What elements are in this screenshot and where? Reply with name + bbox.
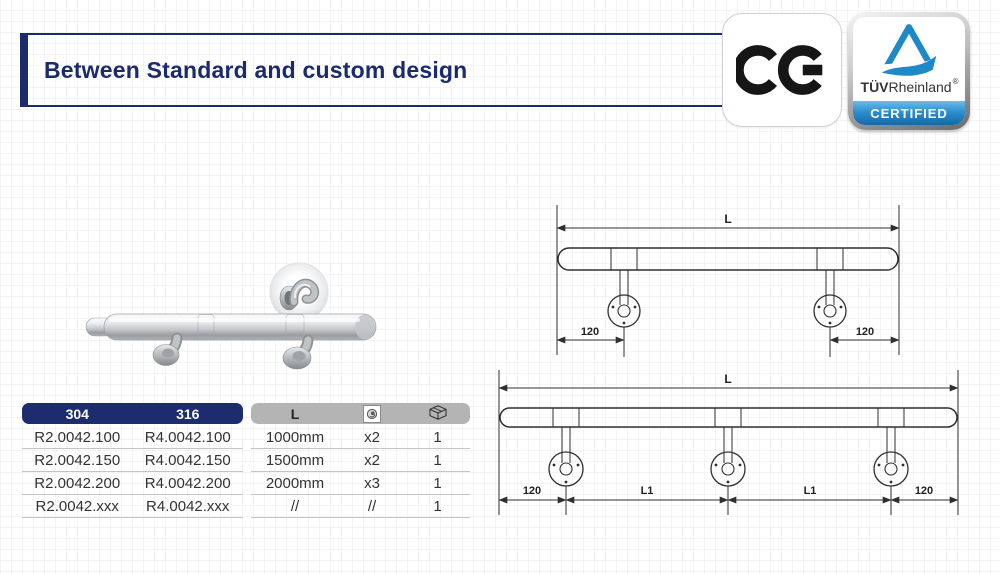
handrail-product-photo [85,262,377,370]
ce-badge [722,13,842,127]
materials-table: 304 316 R2.0042.100 R4.0042.100 R2.0042.… [22,403,243,518]
handrail-tube [85,313,377,341]
table-row: // // 1 [251,495,470,518]
specs-table: L 1000 [251,403,470,518]
registered-mark: ® [952,77,959,86]
table-row: 1500mm x2 1 [251,449,470,472]
table-row: R2.0042.100 R4.0042.100 [22,426,243,449]
dim-label-length: L [724,212,731,226]
tuv-triangle-icon [874,24,944,79]
dim-label-span-right: L1 [804,485,817,497]
table-row: R2.0042.150 R4.0042.150 [22,449,243,472]
dim-label-span-left: L1 [641,485,654,497]
table-row: 1000mm x2 1 [251,426,470,449]
drawing-two-bracket: L 120 120 [556,205,900,357]
wall-bracket-right [282,334,314,370]
title-accent-bar [20,35,28,105]
wall-bracket-left [152,332,183,366]
title-bar: Between Standard and custom design [20,33,723,107]
col-header-304: 304 [65,405,89,422]
table-row: R2.0042.200 R4.0042.200 [22,472,243,495]
tuv-brand-text: TÜVRheinland® [860,77,959,95]
package-icon [428,404,447,420]
ce-mark-icon [736,45,823,95]
drawing-three-bracket: L [498,370,959,515]
tuv-certified-banner: CERTIFIED [853,101,965,125]
wall-bracket-icon [363,404,381,423]
col-header-316: 316 [176,405,200,422]
table-row: R2.0042.xxx R4.0042.xxx [22,495,243,518]
table-row: 2000mm x3 1 [251,472,470,495]
specs-table-header: L [251,403,470,424]
technical-drawings: L 120 120 [498,205,959,515]
col-header-length: L [290,405,300,422]
page-title: Between Standard and custom design [44,56,468,83]
dim-label-length: L [724,372,731,386]
dim-label-offset-left: 120 [581,326,599,338]
bracket-detail-inset [269,262,329,322]
dim-label-offset-right: 120 [915,485,933,497]
materials-table-header: 304 316 [22,403,243,424]
dim-label-offset-left: 120 [523,485,541,497]
tuv-badge: TÜVRheinland® CERTIFIED [848,12,970,130]
dim-label-offset-right: 120 [856,326,874,338]
